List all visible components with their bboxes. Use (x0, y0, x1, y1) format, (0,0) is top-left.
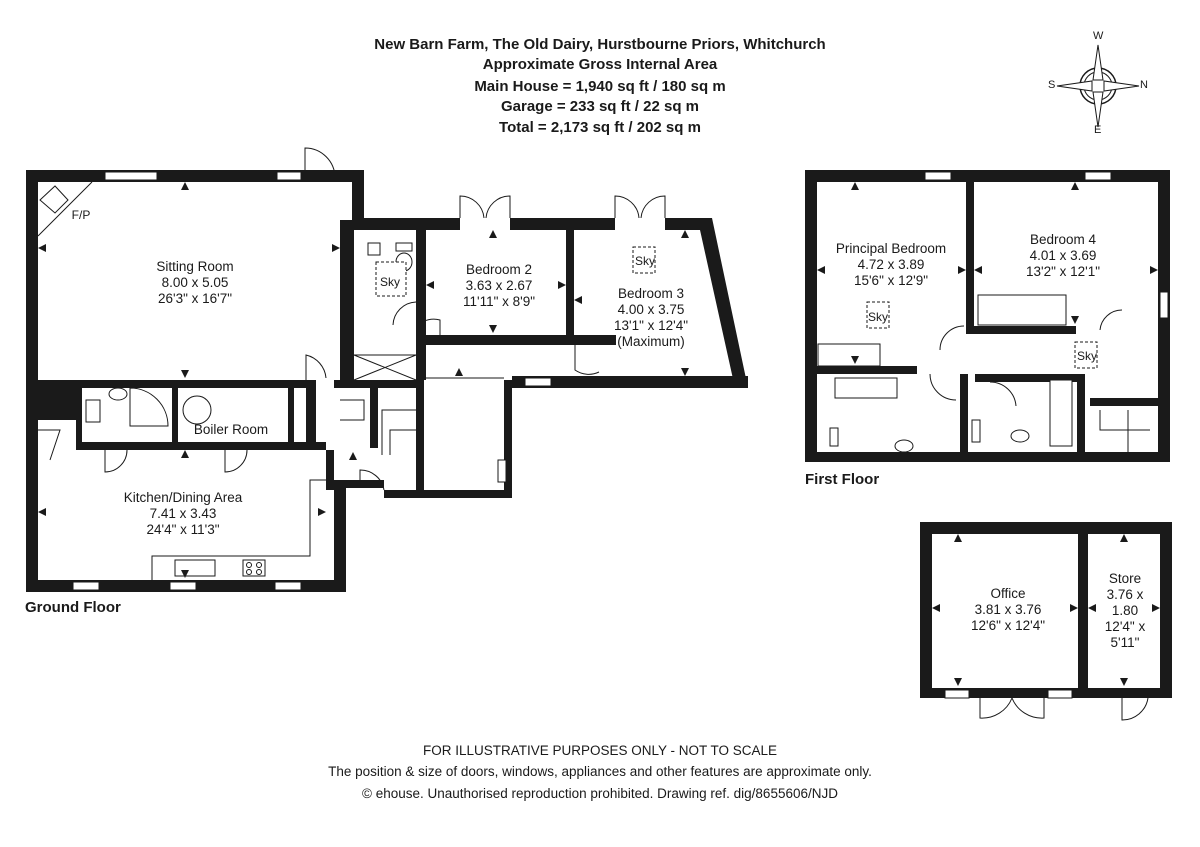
first-floor-plan (805, 170, 1170, 462)
room-imperial: 26'3" x 16'7" (157, 291, 233, 306)
room-imperial: 13'1" x 12'4" (613, 318, 689, 333)
compass-west-label: W (1093, 30, 1104, 42)
garage-plan (920, 522, 1172, 721)
room-imperial: 12'4" x (1104, 619, 1146, 634)
skylight-label: Sky (867, 310, 889, 324)
compass-north-label: N (1140, 79, 1148, 91)
principal-bedroom-label: Principal Bedroom 4.72 x 3.89 15'6" x 12… (836, 241, 946, 289)
room-metric: 4.00 x 3.75 (617, 302, 685, 317)
room-name: Bedroom 2 (465, 262, 533, 277)
bedroom-4-label: Bedroom 4 4.01 x 3.69 13'2" x 12'1" (1026, 232, 1100, 280)
boiler-room-label: Boiler Room (194, 422, 268, 438)
room-imperial: 11'11" x 8'9" (462, 294, 536, 309)
header-main-house-area: Main House = 1,940 sq ft / 180 sq m (474, 78, 726, 95)
room-metric: 4.72 x 3.89 (857, 257, 925, 272)
room-metric: 3.81 x 3.76 (974, 602, 1042, 617)
compass-south-label: S (1048, 79, 1056, 91)
kitchen-dining-label: Kitchen/Dining Area 7.41 x 3.43 24'4" x … (124, 490, 243, 538)
header-area-title: Approximate Gross Internal Area (482, 56, 718, 73)
room-metric: 3.76 x (1106, 587, 1144, 602)
header-title: New Barn Farm, The Old Dairy, Hurstbourn… (374, 36, 826, 53)
room-imperial: 13'2" x 12'1" (1025, 264, 1101, 279)
room-imperial: 24'4" x 11'3" (146, 522, 220, 537)
store-label: Store 3.76 x 1.80 12'4" x 5'11" (1105, 571, 1145, 651)
room-metric: 8.00 x 5.05 (161, 275, 229, 290)
room-note: (Maximum) (617, 334, 685, 349)
header-garage-area: Garage = 233 sq ft / 22 sq m (500, 98, 699, 115)
room-name: Boiler Room (193, 422, 269, 437)
skylight-label: Sky (379, 275, 401, 289)
room-metric: 7.41 x 3.43 (149, 506, 217, 521)
fireplace-label: F/P (71, 208, 91, 222)
room-name: Bedroom 4 (1029, 232, 1097, 247)
room-metric: 1.80 (1111, 603, 1139, 618)
compass-icon (1056, 44, 1140, 128)
room-metric: 3.63 x 2.67 (465, 278, 533, 293)
room-name: Office (990, 586, 1026, 601)
room-name: Store (1108, 571, 1142, 586)
ground-floor-label: Ground Floor (25, 599, 121, 616)
header-total-area: Total = 2,173 sq ft / 202 sq m (499, 119, 701, 136)
room-name: Bedroom 3 (617, 286, 685, 301)
room-imperial: 15'6" x 12'9" (853, 273, 929, 288)
dimension-markers (38, 182, 1160, 686)
room-metric: 4.01 x 3.69 (1029, 248, 1097, 263)
room-name: Kitchen/Dining Area (123, 490, 243, 505)
room-imperial: 5'11" (1110, 635, 1140, 650)
first-floor-label: First Floor (805, 471, 880, 488)
sitting-room-label: Sitting Room 8.00 x 5.05 26'3" x 16'7" (156, 259, 233, 307)
skylight-label: Sky (634, 254, 656, 268)
room-name: Sitting Room (156, 259, 234, 274)
bedroom-3-label: Bedroom 3 4.00 x 3.75 13'1" x 12'4" (Max… (614, 286, 688, 350)
disclaimer-text: FOR ILLUSTRATIVE PURPOSES ONLY - NOT TO … (422, 743, 778, 758)
copyright-text: © ehouse. Unauthorised reproduction proh… (362, 786, 838, 801)
ground-floor-plan (26, 147, 748, 592)
bedroom-2-label: Bedroom 2 3.63 x 2.67 11'11" x 8'9" (463, 262, 535, 310)
room-imperial: 12'6" x 12'4" (970, 618, 1046, 633)
skylight-label: Sky (1076, 349, 1098, 363)
compass-east-label: E (1094, 124, 1102, 136)
note-text: The position & size of doors, windows, a… (328, 764, 872, 779)
office-label: Office 3.81 x 3.76 12'6" x 12'4" (971, 586, 1045, 634)
room-name: Principal Bedroom (835, 241, 947, 256)
